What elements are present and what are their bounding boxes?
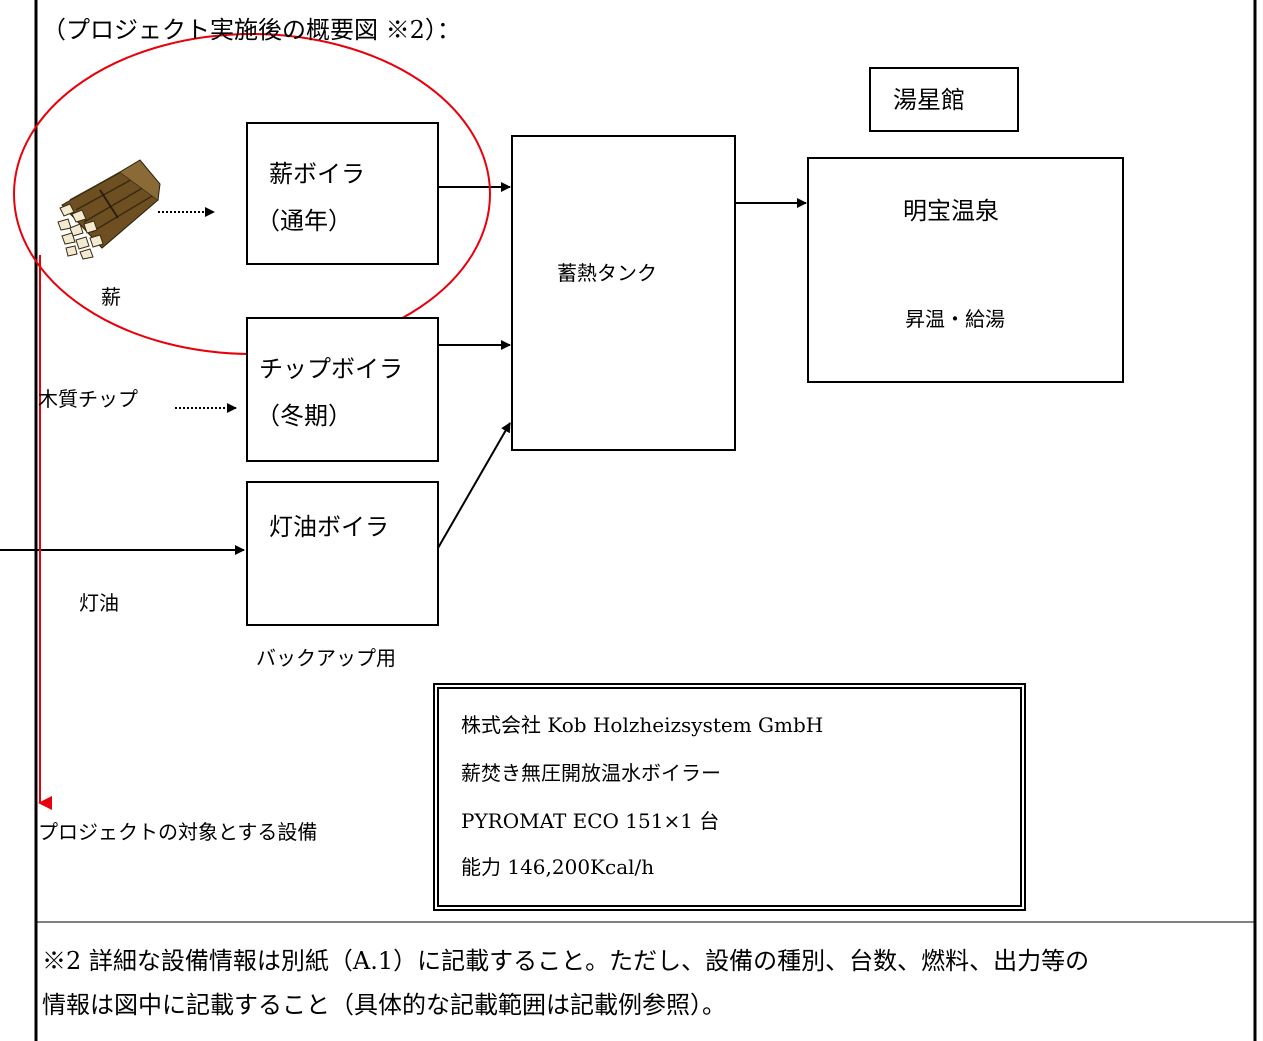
spec-line: 能力 146,200Kcal/h: [461, 855, 655, 879]
project-scope-label: プロジェクトの対象とする設備: [38, 820, 318, 844]
wood-chip-label: 木質チップ: [38, 387, 138, 411]
chip-boiler-period: （冬期）: [256, 402, 352, 430]
kerosene-boiler-box: 灯油ボイラ: [246, 481, 439, 626]
heat-storage-tank-box: 蓄熱タンク: [511, 135, 736, 451]
spa-name: 明宝温泉: [903, 197, 999, 225]
spa-use: 昇温・給湯: [905, 307, 1005, 331]
kerosene-boiler-name: 灯油ボイラ: [269, 513, 389, 541]
spec-line: PYROMAT ECO 151×1 台: [461, 809, 720, 833]
wood-boiler-box: 薪ボイラ （通年）: [246, 122, 439, 265]
spa-box: 明宝温泉 昇温・給湯: [807, 157, 1124, 383]
firewood-bundle-icon: [57, 159, 161, 260]
spec-line: 薪焚き無圧開放温水ボイラー: [461, 761, 721, 785]
equipment-spec-box: 株式会社 Kob Holzheizsystem GmbH 薪焚き無圧開放温水ボイ…: [433, 683, 1026, 911]
kerosene-to-tank-arrow: [437, 422, 511, 549]
heat-storage-tank-label: 蓄熱タンク: [557, 261, 657, 285]
kerosene-label: 灯油: [79, 591, 119, 615]
backup-note: バックアップ用: [256, 646, 396, 670]
footnote-line: 情報は図中に記載すること（具体的な記載範囲は記載例参照）。: [42, 991, 726, 1019]
building-box: 湯星館: [869, 67, 1019, 132]
page-header: （プロジェクト実施後の概要図 ※2）：: [42, 16, 461, 44]
spec-line: 株式会社 Kob Holzheizsystem GmbH: [461, 713, 824, 737]
building-label: 湯星館: [893, 86, 965, 114]
firewood-label: 薪: [101, 285, 121, 309]
chip-boiler-box: チップボイラ （冬期）: [246, 317, 439, 462]
chip-boiler-name: チップボイラ: [259, 355, 403, 383]
wood-boiler-period: （通年）: [256, 207, 352, 235]
footnote-line: ※2 詳細な設備情報は別紙（A.1）に記載すること。ただし、設備の種別、台数、燃…: [42, 947, 1090, 975]
wood-boiler-name: 薪ボイラ: [269, 160, 365, 188]
